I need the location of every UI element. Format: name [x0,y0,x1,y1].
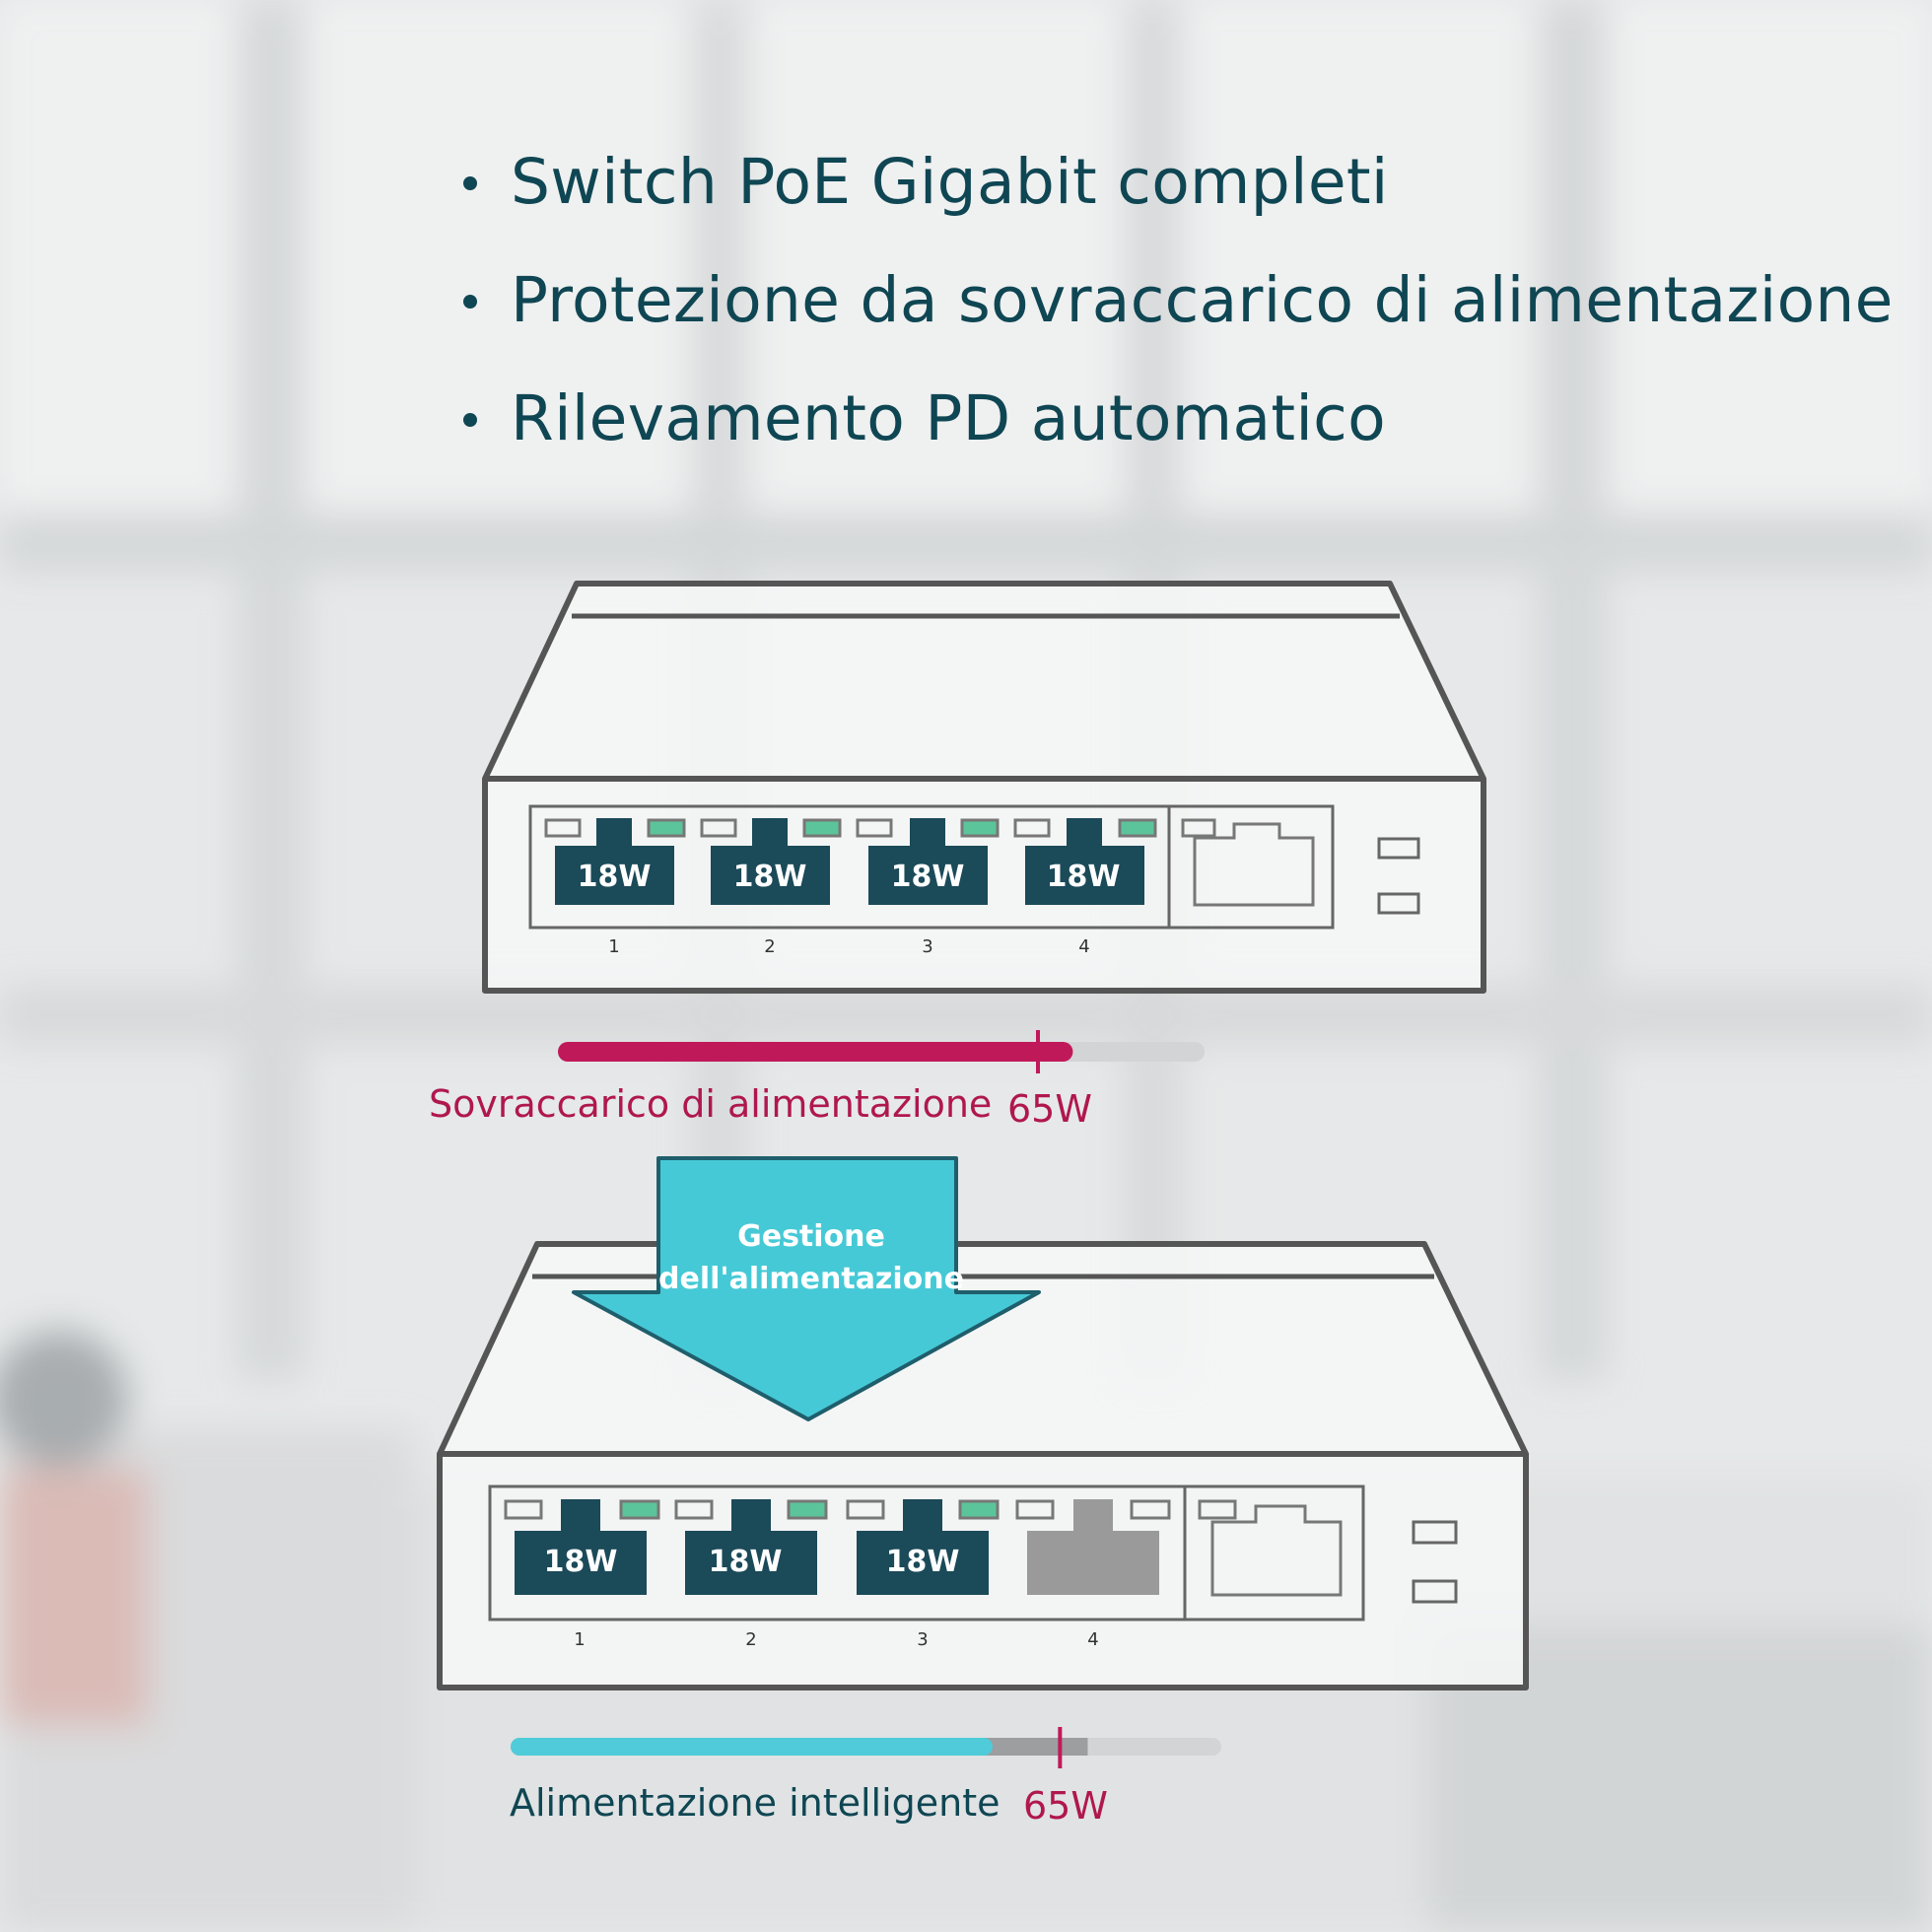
feature-text: Protezione da sovraccarico di alimentazi… [511,264,1894,336]
power-management-arrow: Gestione dell'alimentazione [572,1156,1041,1421]
overload-power-bar: Sovraccarico di alimentazione 65W [429,1030,1205,1131]
led-icon [1198,1499,1237,1520]
link-led-icon [856,818,893,838]
port-2: 18W 2 [674,1499,828,1650]
bullet-icon [463,176,477,190]
poe-led-icon [958,1499,1000,1520]
rj45-port-icon [868,818,988,905]
status-led-icon [1412,1579,1458,1604]
poe-led-icon [787,1499,828,1520]
rj45-port-inactive-icon [1027,1499,1159,1595]
feature-text: Rilevamento PD automatico [511,382,1386,454]
port-power-label: 18W [886,1545,960,1579]
poe-led-icon [619,1499,660,1520]
port-number: 1 [574,1629,585,1650]
port-number: 2 [745,1629,756,1650]
feature-list: Switch PoE Gigabit completi Protezione d… [455,123,1894,478]
port-3: 18W 3 [846,1499,1000,1650]
overload-caption: Sovraccarico di alimentazione [429,1082,992,1126]
led-icon [1181,818,1216,838]
port-3: 18W 3 [856,818,1000,957]
port-1: 18W 1 [504,1499,660,1650]
arrow-label-line2: dell'alimentazione [658,1262,964,1296]
port-power-label: 18W [709,1545,783,1579]
rj45-port-icon [857,1499,989,1595]
poe-led-icon [1118,818,1157,838]
link-led-icon [1013,818,1051,838]
top-switch: 18W 1 18W 2 18W 3 18W 4 [482,581,1486,994]
poe-led-icon [647,818,686,838]
power-limit-label: 65W [1007,1087,1092,1131]
link-led-icon [1015,1499,1055,1520]
link-led-icon [846,1499,885,1520]
port-power-label: 18W [1047,860,1121,894]
link-led-icon [700,818,737,838]
port-4: 18W 4 [1013,818,1157,957]
arrow-down-icon [572,1156,1041,1421]
bullet-icon [463,413,477,427]
rj45-port-icon [685,1499,817,1595]
port-1: 18W 1 [544,818,686,957]
switch-body [482,581,1486,994]
poe-led-icon [802,818,842,838]
port-number: 1 [608,936,619,957]
bullet-icon [463,295,477,309]
port-number: 2 [764,936,775,957]
poe-led-icon [960,818,1000,838]
smart-power-caption: Alimentazione intelligente [510,1781,1000,1825]
uplink-port-icon [1210,1504,1343,1597]
port-number: 3 [917,1629,928,1650]
feature-text: Switch PoE Gigabit completi [511,146,1389,218]
uplink-panel [1183,1484,1365,1622]
smart-power-bar: Alimentazione intelligente 65W [510,1727,1221,1828]
poe-led-icon [1130,1499,1171,1520]
port-power-label: 18W [544,1545,618,1579]
port-number: 3 [922,936,932,957]
port-power-label: 18W [733,860,807,894]
feature-item: Protezione da sovraccarico di alimentazi… [455,242,1894,360]
status-led-icon [1377,837,1420,860]
link-led-icon [674,1499,714,1520]
link-led-icon [504,1499,543,1520]
power-limit-label: 65W [1023,1784,1108,1828]
uplink-panel [1167,804,1335,930]
rj45-port-icon [555,818,674,905]
arrow-label-line1: Gestione [737,1219,885,1254]
port-power-label: 18W [891,860,965,894]
rj45-port-icon [711,818,830,905]
port-2: 18W 2 [700,818,842,957]
port-4: 4 [1015,1499,1171,1650]
rj45-port-icon [1025,818,1144,905]
link-led-icon [544,818,582,838]
port-number: 4 [1087,1629,1098,1650]
feature-item: Switch PoE Gigabit completi [455,123,1894,242]
port-number: 4 [1078,936,1089,957]
feature-item: Rilevamento PD automatico [455,360,1894,478]
status-led-icon [1412,1520,1458,1545]
rj45-port-icon [515,1499,647,1595]
status-led-icon [1377,892,1420,915]
port-power-label: 18W [578,860,652,894]
uplink-port-icon [1193,822,1315,907]
